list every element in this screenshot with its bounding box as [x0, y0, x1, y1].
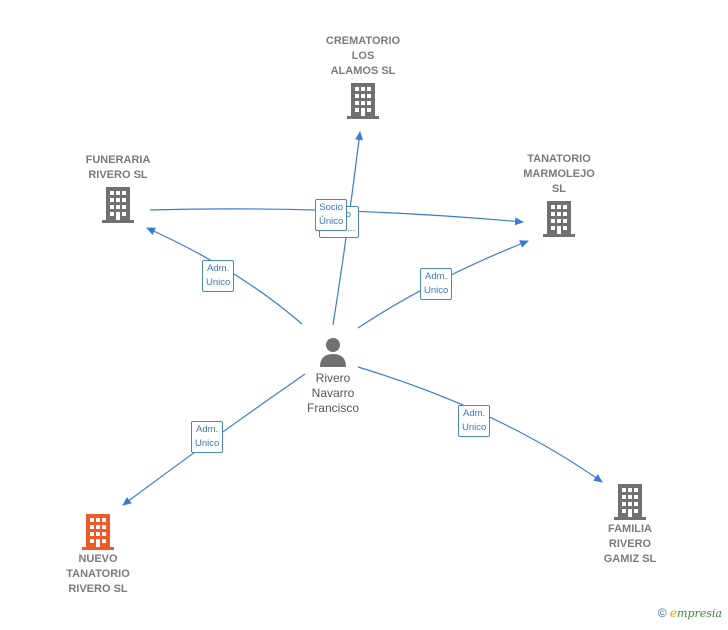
person-icon: [320, 338, 346, 367]
edge-label-socio-unico[interactable]: Socio Único: [315, 199, 348, 231]
node-funeraria-label: FUNERARIA RIVERO SL: [85, 154, 151, 181]
node-person[interactable]: Rivero Navarro Francisco: [273, 337, 393, 416]
edge-label-adm-familia[interactable]: Adm. Unico: [458, 405, 491, 437]
node-nuevo-tanatorio-label: NUEVO TANATORIO RIVERO SL: [66, 553, 130, 595]
node-tanatorio-marmolejo-label: TANATORIO MARMOLEJO SL: [523, 153, 595, 195]
edge-label-adm-marmolejo[interactable]: Adm. Unico: [420, 268, 453, 300]
node-crematorio-label: CREMATORIO LOS ALAMOS SL: [325, 35, 401, 77]
node-tanatorio-marmolejo[interactable]: TANATORIO MARMOLEJO SL: [499, 152, 619, 237]
building-icon: [347, 83, 379, 119]
brand-rest: mpresia: [677, 607, 722, 620]
building-icon: [614, 484, 646, 520]
node-person-label: Rivero Navarro Francisco: [306, 371, 359, 415]
building-icon: [543, 201, 575, 237]
node-familia-rivero-label: FAMILIA RIVERO GAMIZ SL: [603, 523, 657, 565]
node-funeraria[interactable]: FUNERARIA RIVERO SL: [58, 153, 178, 223]
node-nuevo-tanatorio[interactable]: NUEVO TANATORIO RIVERO SL: [38, 514, 158, 597]
node-crematorio[interactable]: CREMATORIO LOS ALAMOS SL: [303, 34, 423, 119]
brand-initial: e: [669, 606, 678, 620]
empresia-logo[interactable]: © empresia: [658, 606, 722, 620]
node-familia-rivero[interactable]: FAMILIA RIVERO GAMIZ SL: [570, 484, 690, 567]
building-icon: [102, 187, 134, 223]
edge-label-adm-funeraria[interactable]: Adm. Unico: [202, 260, 235, 292]
edge-label-adm-nuevo[interactable]: Adm. Unico: [191, 421, 224, 453]
copyright-icon: ©: [657, 606, 667, 620]
building-icon: [82, 514, 114, 550]
